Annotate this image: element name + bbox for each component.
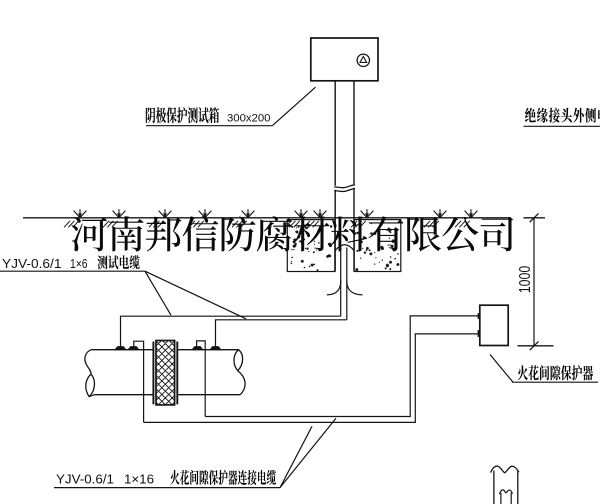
svg-text:1×16: 1×16 — [124, 471, 154, 486]
svg-text:YJV-0.6/1: YJV-0.6/1 — [2, 256, 61, 271]
svg-text:1000: 1000 — [517, 265, 534, 293]
svg-text:YJV-0.6/1: YJV-0.6/1 — [56, 471, 114, 486]
svg-text:1×6: 1×6 — [70, 256, 88, 271]
svg-text:300x200: 300x200 — [227, 113, 271, 125]
